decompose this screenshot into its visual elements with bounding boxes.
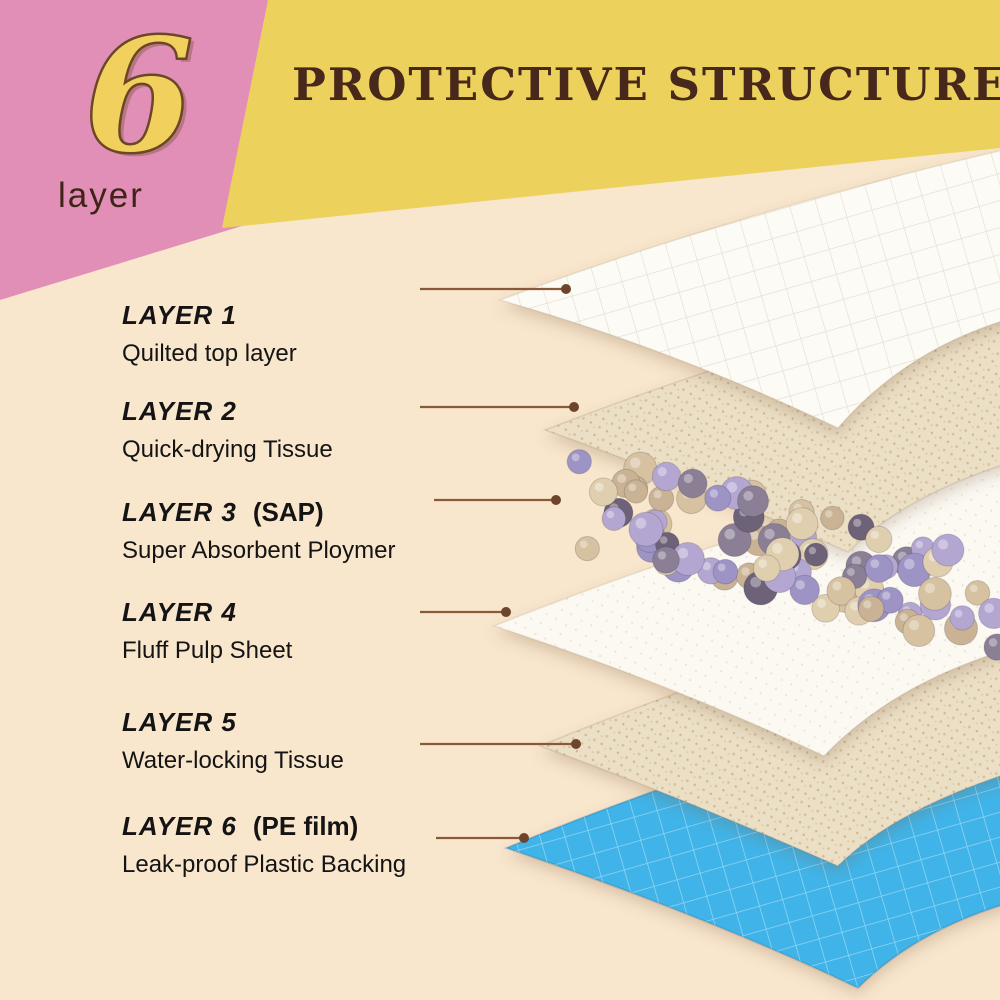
layer-5-desc: Water-locking Tissue — [122, 747, 344, 774]
layer-3-note: (SAP) — [252, 497, 324, 527]
page-title: PROTECTIVE STRUCTURE — [292, 58, 1000, 111]
layer-count-label: layer — [58, 176, 144, 215]
layer-3-name-text: LAYER 3 — [122, 497, 237, 527]
layer-item-4: LAYER 4 Fluff Pulp Sheet — [122, 597, 292, 665]
layer-1-name: LAYER 1 — [122, 300, 297, 331]
layer-3-desc: Super Absorbent Ploymer — [122, 537, 396, 564]
layer-6-note: (PE film) — [252, 811, 359, 841]
layer-2-name: LAYER 2 — [122, 396, 333, 427]
layer-4-desc: Fluff Pulp Sheet — [122, 637, 293, 664]
layer-1-desc: Quilted top layer — [122, 340, 297, 367]
layer-item-1: LAYER 1 Quilted top layer — [122, 300, 297, 368]
layer-item-2: LAYER 2 Quick-drying Tissue — [122, 396, 333, 464]
layer-item-3: LAYER 3 (SAP) Super Absorbent Ploymer — [122, 497, 395, 565]
layer-4-name: LAYER 4 — [122, 597, 292, 628]
layer-5-name-text: LAYER 5 — [122, 707, 237, 737]
layer3-sap-beads — [566, 449, 1000, 661]
layer-6-name: LAYER 6 (PE film) — [122, 811, 406, 842]
connector-lines — [420, 287, 576, 840]
layer-1-name-text: LAYER 1 — [122, 300, 237, 330]
connector-dots — [501, 284, 581, 843]
layer-6-name-text: LAYER 6 — [122, 811, 237, 841]
yellow-title-banner — [222, 0, 1000, 228]
layer-count-number: 6 — [83, 4, 195, 189]
layer-item-5: LAYER 5 Water-locking Tissue — [122, 707, 344, 775]
layer-5-name: LAYER 5 — [122, 707, 344, 738]
layer-2-desc: Quick-drying Tissue — [122, 436, 333, 463]
layer-item-6: LAYER 6 (PE film) Leak-proof Plastic Back… — [122, 811, 406, 879]
layer-2-name-text: LAYER 2 — [122, 396, 237, 426]
layer-6-desc: Leak-proof Plastic Backing — [122, 851, 407, 878]
layer-3-name: LAYER 3 (SAP) — [122, 497, 395, 528]
pink-corner-banner — [0, 0, 330, 300]
layer1-sheet-quilted — [497, 150, 1000, 429]
layer-4-name-text: LAYER 4 — [122, 597, 237, 627]
